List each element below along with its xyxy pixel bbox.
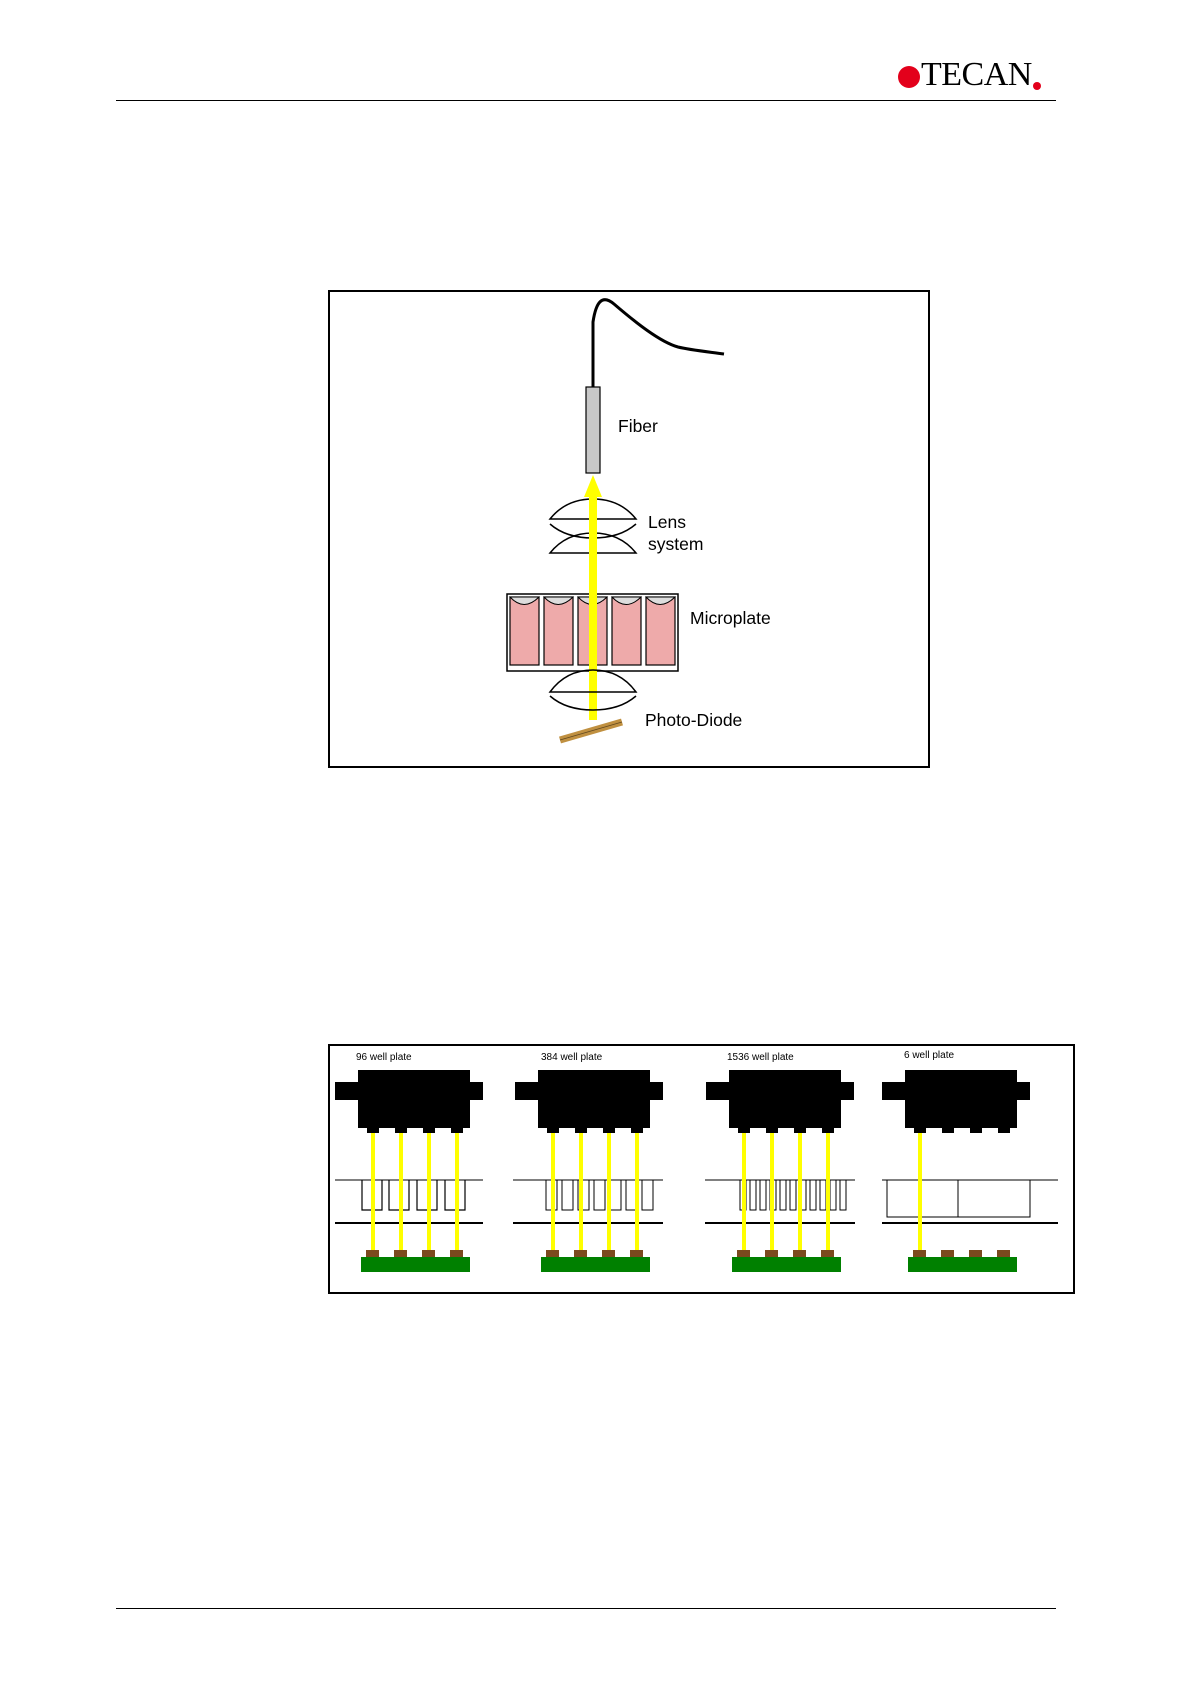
absorbance-optics-figure: Fiber Lens system Microplate Photo-Diode — [328, 290, 930, 768]
plate-formats-figure: 96 well plate 384 well plate 1536 well p… — [328, 1044, 1075, 1294]
fiber-label: Fiber — [618, 416, 658, 436]
photodiode-label: Photo-Diode — [645, 710, 742, 730]
optics-block-1536 — [706, 1070, 854, 1128]
header-rule — [116, 100, 1056, 101]
fiber-cable — [593, 300, 724, 387]
light-beam-through-plate — [589, 592, 597, 720]
detector-board-96 — [361, 1257, 470, 1272]
plate-formats-diagram: 96 well plate 384 well plate 1536 well p… — [330, 1046, 1073, 1292]
detector-board-384 — [541, 1257, 650, 1272]
optics-block-96 — [335, 1070, 483, 1128]
panel-label-1536: 1536 well plate — [727, 1052, 794, 1063]
lens-label-line1: Lens — [648, 512, 686, 532]
fiber-tip — [586, 387, 600, 473]
panel-96-well: 96 well plate — [335, 1052, 483, 1272]
absorbance-optics-diagram: Fiber Lens system Microplate Photo-Diode — [330, 292, 928, 766]
optics-block-384 — [515, 1070, 663, 1128]
panel-label-384: 384 well plate — [541, 1052, 603, 1063]
panel-6-well: 6 well plate — [882, 1050, 1058, 1272]
footer-rule — [116, 1608, 1056, 1609]
detector-board-6 — [908, 1257, 1017, 1272]
tecan-logo: TECAN — [898, 58, 1041, 92]
logo-period-icon — [1033, 82, 1041, 90]
optics-block-6 — [882, 1070, 1030, 1128]
panel-label-96: 96 well plate — [356, 1052, 412, 1063]
well — [646, 597, 675, 665]
detector-board-1536 — [732, 1257, 841, 1272]
panel-label-6: 6 well plate — [904, 1050, 954, 1061]
microplate-label: Microplate — [690, 608, 771, 628]
well — [544, 597, 573, 665]
well — [510, 597, 539, 665]
panel-1536-well: 1536 well plate — [705, 1052, 855, 1272]
panel-384-well: 384 well plate — [513, 1052, 663, 1272]
well — [612, 597, 641, 665]
lens-label-line2: system — [648, 534, 703, 554]
logo-text: TECAN — [921, 58, 1032, 92]
logo-dot-icon — [898, 66, 920, 88]
